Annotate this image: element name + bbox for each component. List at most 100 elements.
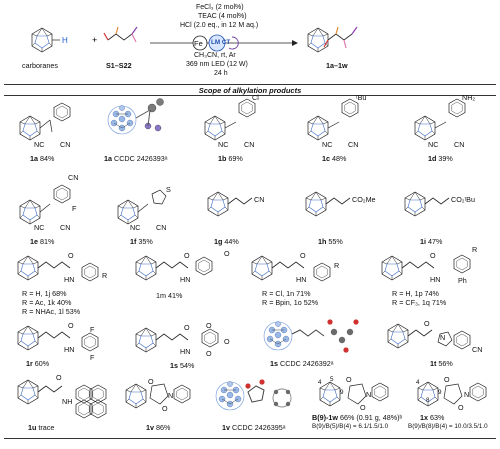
label-ester-o: O: [224, 249, 230, 258]
condition-3: HCl (2.0 eq., in 12 M aq.): [180, 22, 259, 29]
label-tbu: ᵗBu: [356, 93, 367, 102]
label-r: R: [102, 271, 108, 280]
h-atom-label: H: [62, 36, 68, 45]
label-cn: CN: [254, 195, 265, 204]
label-o: O: [56, 373, 62, 382]
label-nh: NH: [62, 397, 73, 406]
label-o: O: [424, 319, 430, 328]
label-cn: CN: [60, 140, 71, 149]
label-cn: CN: [60, 223, 71, 232]
plus-sign: +: [92, 35, 97, 45]
label-n: N: [366, 390, 372, 399]
label-o: O: [68, 251, 74, 260]
label-b8: 8: [426, 397, 430, 404]
label-o: O: [346, 375, 352, 384]
label-o: O: [184, 323, 190, 332]
label-nc: NC: [130, 223, 141, 232]
condition-5: 369 nm LED (12 W): [186, 61, 248, 68]
label-n: N: [168, 391, 174, 400]
label-o: O: [430, 251, 436, 260]
label-ph: Ph: [458, 276, 467, 285]
compound-1u-label: 1u trace: [28, 423, 55, 432]
row-4-structures: [17, 319, 471, 353]
label-cn: CN: [472, 345, 483, 354]
compound-1b-label: 1b 69%: [218, 154, 243, 163]
label-n: N: [464, 390, 470, 399]
label-nh: HN: [430, 275, 441, 284]
label-f: F: [90, 325, 95, 334]
row-3-structures: [17, 254, 471, 282]
label-s: S: [166, 185, 171, 194]
label-r: R: [334, 261, 340, 270]
compound-1v-label: 1v 86%: [146, 423, 171, 432]
compound-1g-label: 1g 44%: [214, 237, 239, 246]
reaction-header: H +: [31, 26, 358, 53]
compound-1e-label: 1e 81%: [30, 237, 55, 246]
carborane-structure: [31, 27, 53, 53]
label-n: N: [440, 333, 446, 342]
compound-1h-label: 1h 55%: [318, 237, 343, 246]
lmct-label: LM CT: [211, 39, 231, 46]
compound-1x-ratio: B(9)/B(8)/B(4) = 10.0/3.5/1.0: [408, 423, 488, 430]
scope-header-band: Scope of alkylation products: [4, 84, 496, 96]
compound-1o-label: R = Bpin, 1o 52%: [262, 298, 319, 307]
compound-1r-label: 1r 60%: [26, 359, 50, 368]
condition-1: FeCl₃ (2 mol%): [196, 4, 244, 11]
compound-1s-label: 1s 54%: [170, 361, 195, 370]
label-o: O: [68, 321, 74, 330]
label-o: O: [184, 251, 190, 260]
xray-1a-label: 1a CCDC 2426393ᵃ: [104, 154, 168, 163]
row-2-structures: [19, 184, 450, 225]
product-range-label: 1a–1w: [326, 61, 348, 70]
label-nc: NC: [322, 140, 333, 149]
label-ome: O: [224, 337, 230, 346]
compound-1p-label: R = H, 1p 74%: [392, 289, 439, 298]
xray-1s-label: 1s CCDC 2426392ᵃ: [270, 359, 334, 368]
scope-header-title: Scope of alkylation products: [198, 86, 302, 95]
label-b9: 9: [438, 389, 442, 396]
label-nc: NC: [34, 140, 45, 149]
label-nc: NC: [428, 140, 439, 149]
compound-1f-label: 1f 35%: [130, 237, 153, 246]
compound-1j-label: R = H, 1j 68%: [22, 289, 67, 298]
xray-1v: [215, 379, 292, 411]
label-cn: CN: [454, 140, 465, 149]
label-ome: O: [206, 349, 212, 358]
label-nc: NC: [218, 140, 229, 149]
label-cn: CN: [348, 140, 359, 149]
label-o: O: [444, 375, 450, 384]
row-1-structures: [19, 98, 466, 141]
compound-1q-label: R = CF₃, 1q 71%: [392, 298, 447, 307]
compound-1m-label: 1m 41%: [156, 291, 183, 300]
label-f: F: [90, 353, 95, 362]
compound-1c-label: 1c 48%: [322, 154, 347, 163]
reagent-carboranes-label: carboranes: [22, 61, 58, 70]
label-nh: HN: [64, 345, 75, 354]
xray-1a: [107, 98, 164, 135]
condition-2: TEAC (4 mol%): [198, 13, 247, 20]
label-r: R: [472, 245, 478, 254]
compound-1t-label: 1t 56%: [430, 359, 453, 368]
xray-1v-label: 1v CCDC 2426395ᵃ: [222, 423, 286, 432]
fe-label: Fe: [194, 39, 203, 48]
label-b4: 4: [318, 379, 322, 386]
condition-6: 24 h: [214, 70, 228, 77]
label-o: O: [360, 403, 366, 412]
compound-1d-label: 1d 39%: [428, 154, 453, 163]
label-cn: CN: [156, 223, 167, 232]
compound-1k-label: R = Ac, 1k 40%: [22, 298, 72, 307]
reagent-s-label: S1–S22: [106, 61, 132, 70]
label-cn: CN: [244, 140, 255, 149]
label-co2me: CO₂Me: [352, 195, 376, 204]
label-nh2: NH₂: [462, 93, 476, 102]
label-nh: HN: [180, 347, 191, 356]
label-nh: HN: [180, 275, 191, 284]
bottom-rule: [4, 438, 496, 439]
label-o: O: [148, 377, 154, 386]
label-nc: NC: [34, 223, 45, 232]
label-cn: CN: [68, 173, 79, 182]
label-ome: O: [206, 321, 212, 330]
label-f: F: [72, 204, 77, 213]
product-structure: [307, 27, 329, 53]
